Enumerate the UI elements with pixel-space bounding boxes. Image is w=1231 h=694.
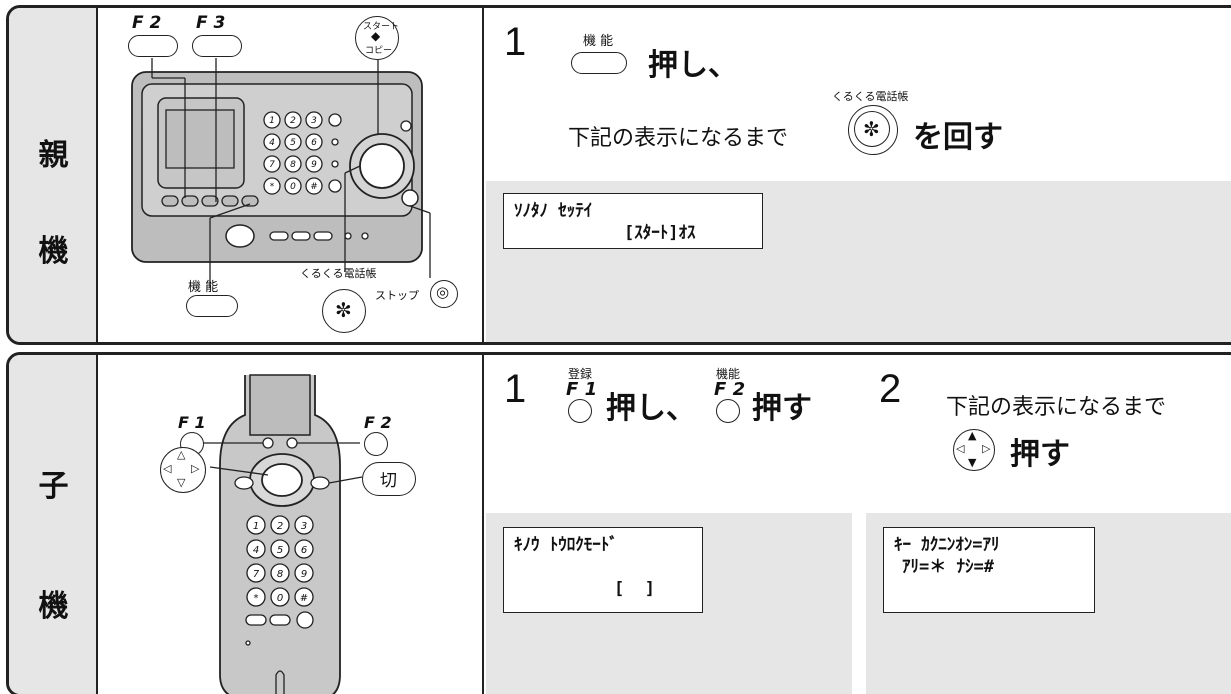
cursor-key[interactable]: △ ▽ ◁ ▷ [160,447,206,493]
function-key-icon [571,52,627,74]
f2-key[interactable] [364,432,388,456]
f2-icon [716,399,740,423]
fax-device-drawing: 1 2 3 4 5 6 7 8 9 * 0 # [131,58,431,288]
lcd-right-line-2: ｱﾘ=＊ ﾅｼ=# [902,557,994,577]
svg-text:4: 4 [253,545,259,556]
step2-number: 2 [879,367,902,411]
step2-text-until: 下記の表示になるまで [946,395,1167,420]
svg-text:8: 8 [277,569,283,580]
jog-dial-icon-inline: ✼ [848,105,898,155]
lcd-area-right: ｷｰ ｶｸﾆﾝｵﾝ=ｱﾘｱﾘ=＊ ﾅｼ=# [866,513,1231,694]
diamond-icon: ◆ [371,29,381,43]
base-unit-illustration: F 2 F 3 スタート ◆ コピー [100,8,484,342]
lcd-right-line-1: ｷｰ ｶｸﾆﾝｵﾝ=ｱﾘ [894,535,1000,555]
f3-key[interactable] [192,35,242,57]
function-key-label: 機 能 [188,280,219,295]
off-key-label: 切 [380,471,397,491]
step-text-press: 押し、 [648,48,738,83]
stop-button[interactable]: ◎ [430,280,458,308]
f2-key[interactable] [128,35,178,57]
svg-text:9: 9 [311,160,317,170]
jog-dial-icon: ✼ [335,298,352,322]
svg-text:*: * [254,593,259,604]
step1-number: 1 [504,367,527,411]
svg-text:6: 6 [311,138,317,148]
f2-key-label: F 2 [132,13,162,33]
jog-dial-label: くるくる電話帳 [300,267,377,280]
f1-key-label: F 1 [178,413,206,432]
lcd-left-line-2: [ ] [614,579,655,599]
step-text-rotate: を回す [913,120,1003,155]
svg-text:7: 7 [253,569,260,580]
lcd-display-left: ｷﾉｳ ﾄｳﾛｸﾓｰﾄﾞ [ ] [503,527,703,613]
svg-text:3: 3 [301,521,307,532]
svg-text:0: 0 [290,182,296,192]
svg-text:0: 0 [277,593,283,604]
f1-caption: 登録 [568,367,593,381]
svg-text:5: 5 [290,138,296,148]
step1-text-press1: 押し、 [606,391,696,426]
side-label-bottom: 機 [38,234,69,269]
function-key[interactable] [186,295,238,317]
svg-text:1: 1 [253,521,259,532]
svg-text:2: 2 [277,521,283,532]
f2-caption: 機能 [716,367,741,381]
handset-drawing: 1 2 3 4 5 6 7 8 9 * 0 # [201,374,363,694]
lcd-line-2: [ｽﾀｰﾄ]ｵｽ [624,223,696,243]
lcd-display-right: ｷｰ ｶｸﾆﾝｵﾝ=ｱﾘｱﾘ=＊ ﾅｼ=# [883,527,1095,613]
side-label-bottom: 機 [38,589,69,624]
handset-side-label: 子 機 [9,355,98,694]
jog-dial-button[interactable]: ✼ [322,289,366,333]
svg-text:2: 2 [290,116,296,126]
base-unit-panel: 親 機 F 2 F 3 スタート ◆ コピー [6,5,1231,345]
function-key-caption: 機 能 [583,34,614,49]
side-label-top: 子 [38,469,69,504]
start-copy-button[interactable]: スタート ◆ コピー [355,16,399,60]
step2-text-press: 押す [1010,437,1070,472]
lcd-line-1: ｿﾉﾀﾉ ｾｯﾃｲ [514,201,593,221]
lcd-area: ｿﾉﾀﾉ ｾｯﾃｲ [ｽﾀｰﾄ]ｵｽ [486,181,1231,342]
lcd-area-left: ｷﾉｳ ﾄｳﾛｸﾓｰﾄﾞ [ ] [486,513,852,694]
svg-text:9: 9 [301,569,307,580]
step-text-until: 下記の表示になるまで [568,126,789,151]
svg-text:3: 3 [311,116,317,126]
handset-panel: 子 機 1 2 3 4 5 6 7 8 9 [6,352,1231,694]
svg-text:#: # [310,182,318,192]
f3-key-label: F 3 [196,13,226,33]
step1-text-press2: 押す [752,391,812,426]
stop-label: ストップ [375,289,419,302]
svg-text:7: 7 [269,160,275,170]
base-unit-instructions: 1 機 能 押し、 くるくる電話帳 下記の表示になるまで ✼ を回す ｿﾉﾀﾉ … [486,8,1231,342]
lcd-left-line-1: ｷﾉｳ ﾄｳﾛｸﾓｰﾄﾞ [514,535,618,555]
copy-label: コピー [365,46,393,56]
cursor-key-icon: ▲ ▼ ◁ ▷ [953,429,995,471]
off-key[interactable]: 切 [362,462,416,496]
lcd-display: ｿﾉﾀﾉ ｾｯﾃｲ [ｽﾀｰﾄ]ｵｽ [503,193,763,249]
svg-text:6: 6 [301,545,307,556]
svg-text:*: * [270,182,275,192]
handset-illustration: 1 2 3 4 5 6 7 8 9 * 0 # F 1 F 2 △ ▽ ◁ ▷ 切 [100,355,484,694]
svg-text:8: 8 [290,160,296,170]
f2-icon-label: F 2 [714,379,746,400]
svg-text:5: 5 [277,545,283,556]
step-number: 1 [504,20,527,64]
svg-text:4: 4 [269,138,275,148]
start-label: スタート [363,22,400,32]
handset-instructions: 1 登録 F 1 押し、 機能 F 2 押す 2 下記の表示になるまで ▲ ▼ … [486,355,1231,694]
stop-icon: ◎ [436,283,450,301]
f2-key-label: F 2 [364,413,392,432]
base-unit-side-label: 親 機 [9,8,98,342]
f1-icon-label: F 1 [566,379,598,400]
svg-text:1: 1 [269,116,275,126]
jog-dial-caption: くるくる電話帳 [832,90,909,103]
svg-text:#: # [300,593,308,604]
f1-icon [568,399,592,423]
side-label-top: 親 [38,138,69,173]
